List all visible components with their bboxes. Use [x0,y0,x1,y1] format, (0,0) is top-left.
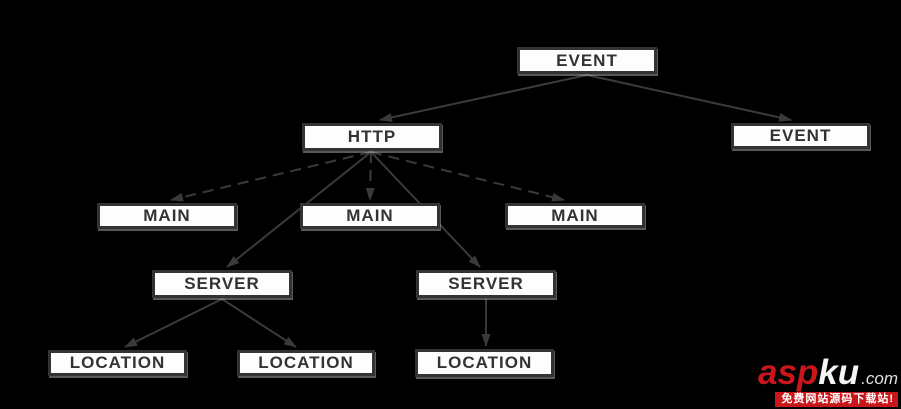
node-label-location-1: LOCATION [69,353,166,372]
node-label-main-left: MAIN [143,206,191,225]
node-label-server-right: SERVER [448,274,524,293]
node-label-event-root: EVENT [556,50,618,70]
edge-event-root-to-http [379,74,588,122]
node-location-2: LOCATION [237,350,375,376]
node-http: HTTP [302,123,442,151]
node-main-left: MAIN [97,203,237,229]
watermark-brand: asp ku .com [758,355,898,390]
node-label-server-left: SERVER [184,274,260,293]
edge-http-to-main-right [370,151,565,202]
edge-http-to-main-center [365,151,375,201]
node-label-http: HTTP [347,127,397,146]
node-server-right: SERVER [416,270,556,298]
edge-server-left-to-location-2 [221,298,297,348]
watermark-brand-asp: asp [757,353,819,392]
node-location-3: LOCATION [415,349,554,377]
node-label-main-right: MAIN [551,205,599,225]
node-label-event-right: EVENT [769,126,832,145]
node-server-left: SERVER [152,270,292,298]
watermark-brand-ku: ku [818,353,860,392]
watermark-brand-tld: .com [861,369,898,388]
node-main-center: MAIN [300,203,440,229]
node-label-location-3: LOCATION [436,353,533,372]
node-location-1: LOCATION [48,350,187,376]
edge-event-root-to-event-right [586,74,792,122]
node-event-right: EVENT [731,123,870,149]
watermark-tagline: 免费网站源码下载站! [775,392,898,407]
edge-server-left-to-location-1 [124,298,223,348]
node-label-main-center: MAIN [346,206,394,225]
node-main-right: MAIN [505,203,645,228]
node-label-location-2: LOCATION [258,353,354,372]
edge-http-to-server-left [226,151,372,268]
watermark: asp ku .com 免费网站源码下载站! [758,355,898,407]
edge-http-to-main-left [170,151,372,202]
node-event-root: EVENT [517,47,657,74]
